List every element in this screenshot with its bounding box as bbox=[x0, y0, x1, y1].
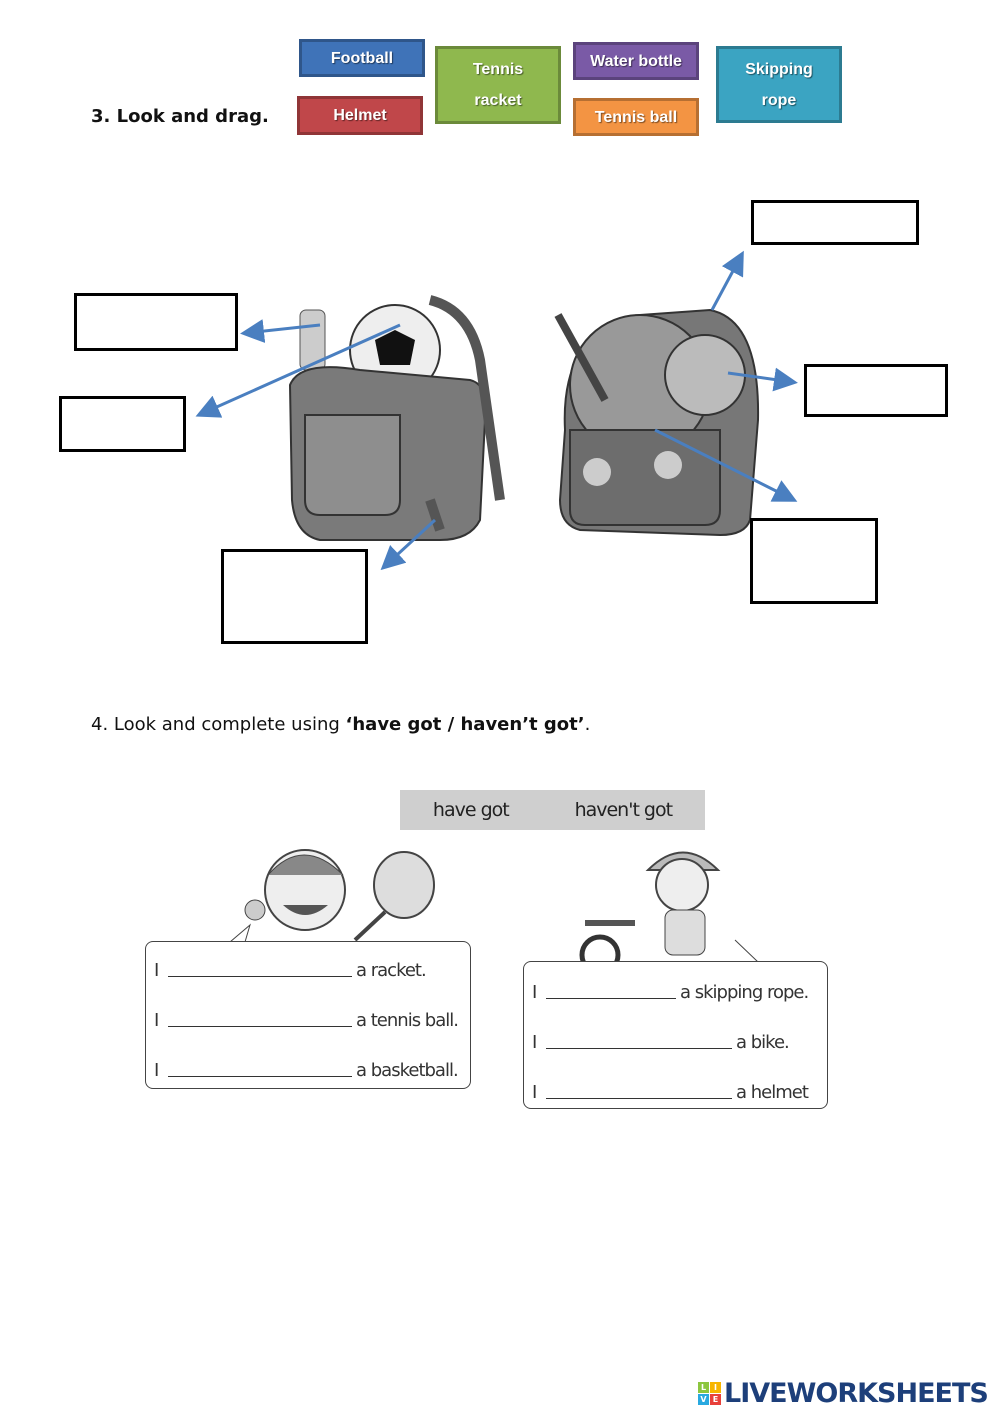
sentence-ending: a racket. bbox=[356, 960, 427, 981]
drop-zone-1[interactable] bbox=[751, 200, 919, 245]
girl-answer-2-input[interactable] bbox=[546, 1024, 732, 1049]
title-suffix: . bbox=[584, 714, 591, 735]
title-bold: ‘have got / haven’t got’ bbox=[345, 714, 585, 735]
logo-badge: L I V E bbox=[698, 1382, 721, 1405]
exercise-4-title: 4. Look and complete using ‘have got / h… bbox=[91, 714, 590, 735]
tile-tennis-ball[interactable]: Tennis ball bbox=[573, 98, 699, 136]
badge-letter: V bbox=[698, 1394, 709, 1405]
boy-answer-1-input[interactable] bbox=[168, 952, 352, 977]
sentence-ending: a tennis ball. bbox=[356, 1010, 459, 1031]
sentence-ending: a bike. bbox=[736, 1032, 790, 1053]
tile-football[interactable]: Football bbox=[299, 39, 425, 77]
tile-water-bottle[interactable]: Water bottle bbox=[573, 42, 699, 80]
tile-skipping-rope[interactable]: Skipping rope bbox=[716, 46, 842, 123]
badge-letter: L bbox=[698, 1382, 709, 1393]
tile-tennis-racket[interactable]: Tennis racket bbox=[435, 46, 561, 124]
exercise-3-title: 3. Look and drag. bbox=[91, 106, 269, 127]
girl-answer-3-input[interactable] bbox=[546, 1074, 732, 1099]
logo-text: LIVEWORKSHEETS bbox=[724, 1378, 989, 1409]
badge-letter: E bbox=[710, 1394, 721, 1405]
arrows bbox=[195, 250, 798, 571]
sentence-ending: a basketball. bbox=[356, 1060, 459, 1081]
word-have-got: have got bbox=[432, 799, 510, 821]
boy-answer-3-input[interactable] bbox=[168, 1052, 352, 1077]
pronoun: I bbox=[532, 1032, 537, 1053]
pronoun: I bbox=[154, 1010, 159, 1031]
drop-zone-4[interactable] bbox=[804, 364, 948, 417]
drop-zone-2[interactable] bbox=[74, 293, 238, 351]
girl-answer-1-input[interactable] bbox=[546, 974, 676, 999]
word-bank: have got haven't got bbox=[400, 790, 705, 830]
tile-helmet[interactable]: Helmet bbox=[297, 96, 423, 135]
pronoun: I bbox=[532, 1082, 537, 1103]
drop-zone-3[interactable] bbox=[59, 396, 186, 452]
pronoun: I bbox=[154, 960, 159, 981]
right-backpack-image bbox=[554, 308, 760, 537]
word-havent-got: haven't got bbox=[574, 799, 674, 821]
title-prefix: 4. Look and complete using bbox=[91, 714, 346, 735]
pronoun: I bbox=[532, 982, 537, 1003]
racket-image bbox=[373, 851, 435, 919]
children-illustration bbox=[229, 849, 760, 970]
sentence-ending: a skipping rope. bbox=[680, 982, 809, 1003]
badge-letter: I bbox=[710, 1382, 721, 1393]
boy-answer-2-input[interactable] bbox=[168, 1002, 352, 1027]
left-backpack-image bbox=[288, 295, 505, 541]
pronoun: I bbox=[154, 1060, 159, 1081]
liveworksheets-logo: L I V E LIVEWORKSHEETS bbox=[698, 1378, 989, 1409]
drop-zone-5[interactable] bbox=[221, 549, 368, 644]
sentence-ending: a helmet bbox=[736, 1082, 809, 1103]
racket-handle-image bbox=[554, 313, 609, 402]
girl-image bbox=[579, 851, 760, 970]
boy-image bbox=[229, 849, 435, 943]
drop-zone-6[interactable] bbox=[750, 518, 878, 604]
backpacks-illustration bbox=[195, 250, 798, 571]
